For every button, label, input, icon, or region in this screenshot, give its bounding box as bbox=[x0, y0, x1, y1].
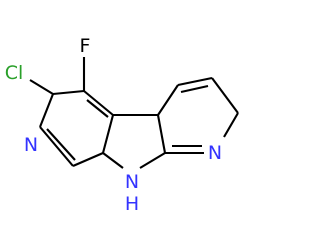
bond-n-ch bbox=[39, 126, 74, 167]
bond-ccl-cf bbox=[52, 89, 85, 96]
bond-c4a-c4 bbox=[157, 84, 179, 116]
bond-c2-n1 bbox=[223, 112, 239, 138]
bond-n-ch-inner bbox=[46, 128, 76, 161]
bond-ch-c7a bbox=[72, 152, 104, 167]
bond-c7a-n9 bbox=[102, 152, 124, 169]
pyridine-n-left-label: N bbox=[24, 134, 38, 156]
bond-cf-cring-inner bbox=[86, 99, 109, 118]
molecule-structure: F Cl N N N H bbox=[5, 35, 239, 215]
bond-ccl-cl bbox=[29, 79, 54, 95]
bond-c4-c3-inner bbox=[180, 84, 209, 94]
bond-ccl-n bbox=[39, 93, 54, 128]
bond-c3-c2 bbox=[211, 77, 239, 114]
atom-labels: F Cl N N N H bbox=[5, 35, 222, 215]
nh-n-label: N bbox=[125, 171, 139, 193]
chlorine-label: Cl bbox=[5, 62, 24, 84]
bond-c7a-c4b bbox=[101, 114, 115, 154]
bonds bbox=[39, 76, 239, 169]
bond-c9a-c4a bbox=[156, 114, 167, 154]
bond-cf-cring bbox=[83, 90, 114, 116]
fluorine-label: F bbox=[80, 35, 91, 57]
bond-c4-c3 bbox=[177, 76, 213, 87]
nh-h-label: H bbox=[125, 193, 139, 215]
pyridine-n-right-label: N bbox=[208, 142, 222, 164]
bond-n9-c9a bbox=[139, 152, 166, 169]
